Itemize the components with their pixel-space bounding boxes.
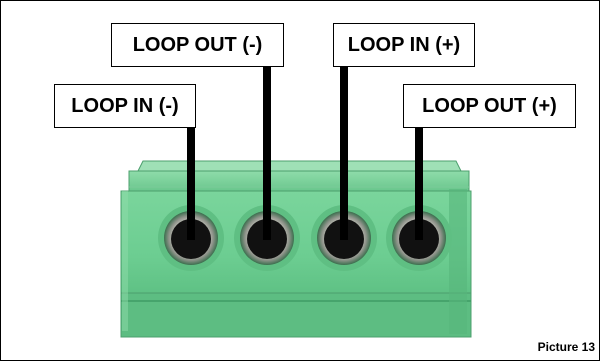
label-loop-in-plus: LOOP IN (+) [333,23,475,67]
label-loop-out-minus: LOOP OUT (-) [111,23,284,67]
label-loop-out-plus: LOOP OUT (+) [403,84,576,128]
leader-loop-out-minus [263,65,271,240]
figure-caption: Picture 13 [537,340,595,354]
leader-loop-in-plus [340,65,348,240]
leader-loop-out-plus [415,126,423,240]
leader-loop-in-minus [187,126,195,240]
label-loop-in-minus: LOOP IN (-) [54,84,196,128]
